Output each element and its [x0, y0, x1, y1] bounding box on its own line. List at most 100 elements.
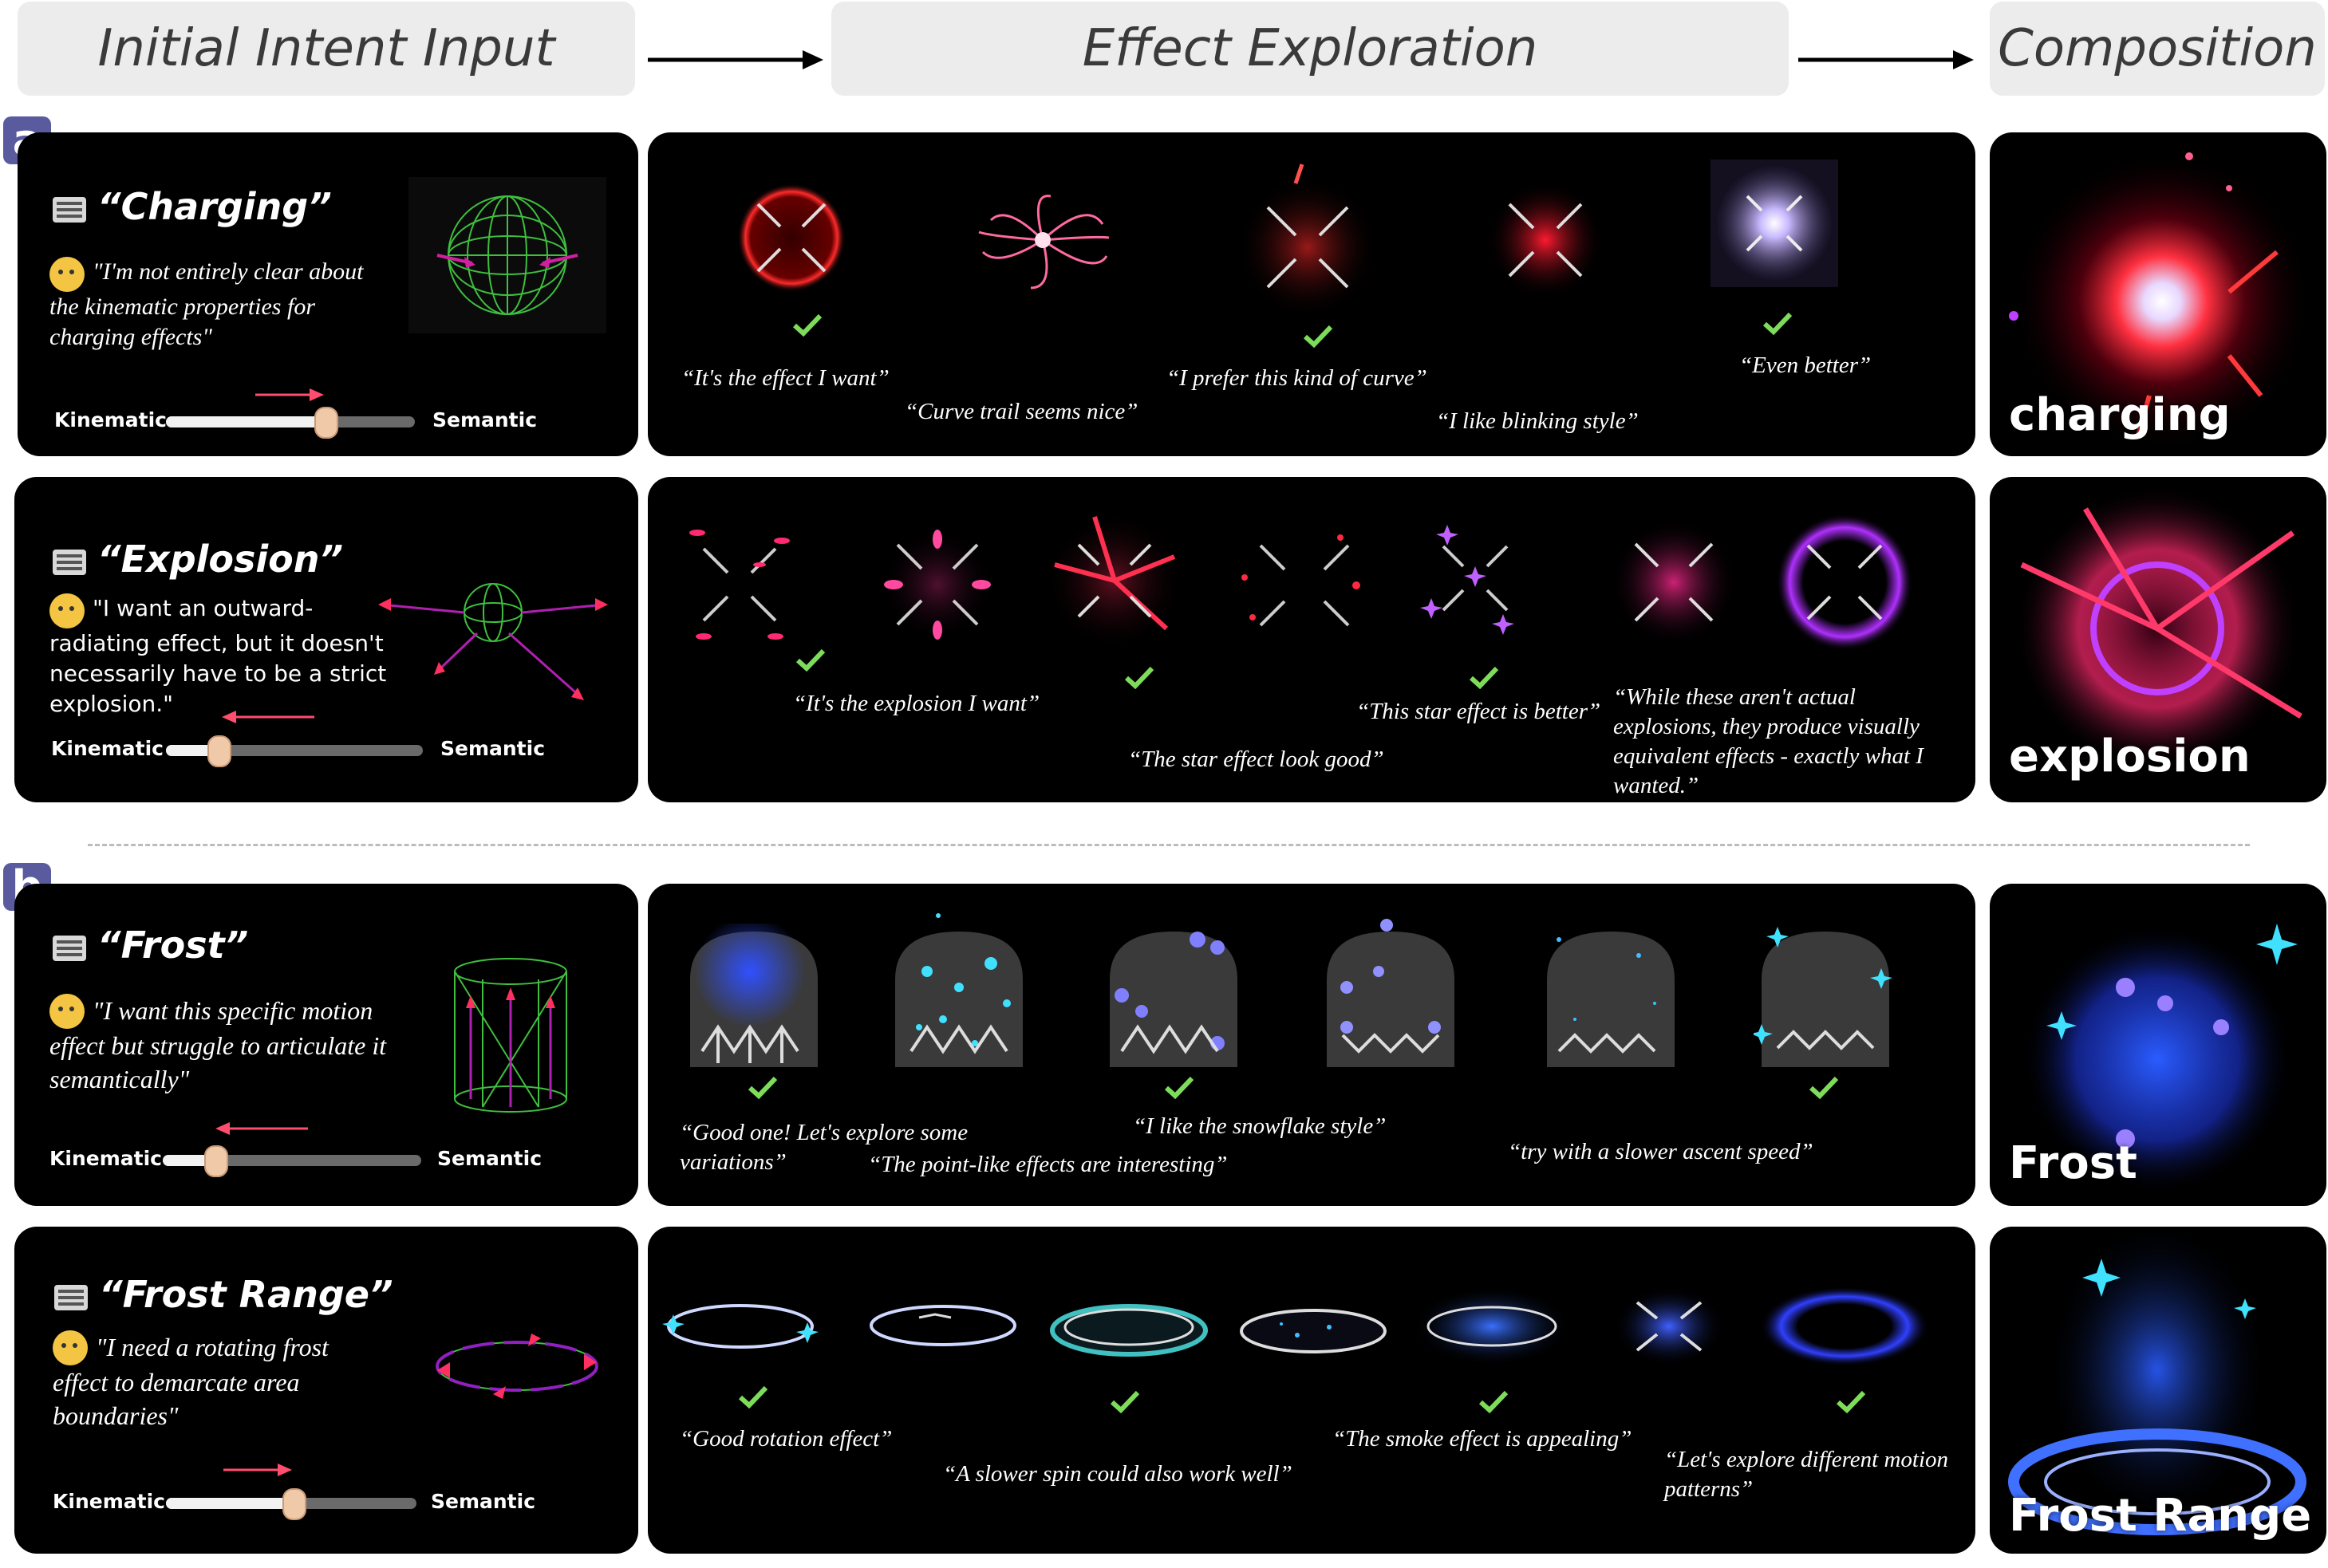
keyboard-icon [53, 549, 86, 575]
check-icon [1469, 666, 1499, 689]
exploration-panel-charging: “It's the effect I want” “Curve trail se… [648, 132, 1975, 456]
effect-thumb-blue-smoke [690, 924, 818, 1067]
effect-thumb-ring-plain [870, 1305, 1016, 1346]
check-icon [738, 1385, 768, 1408]
kinematic-semantic-slider[interactable] [166, 1488, 416, 1520]
composition-frost-range-visual [2008, 1227, 2306, 1535]
comment: “The point-like effects are interesting” [868, 1152, 1228, 1177]
slider-hand-icon[interactable] [314, 407, 338, 439]
header-composition: Composition [1990, 2, 2325, 96]
direction-arrow-right [255, 388, 324, 401]
comment: “try with a slower ascent speed” [1508, 1139, 1813, 1164]
thinking-face-icon [53, 1330, 88, 1365]
slider-label-semantic: Semantic [440, 737, 546, 760]
check-icon [1809, 1076, 1839, 1099]
intent-panel-charging: “Charging” "I'm not entirely clear about… [18, 132, 638, 456]
direction-arrow-left [215, 1122, 308, 1135]
effect-thumb-cross-arrows [1613, 1286, 1725, 1366]
comment: “Curve trail seems nice” [905, 399, 1138, 424]
check-icon [1164, 1076, 1194, 1099]
effect-thumb-cyan-dots [895, 913, 1023, 1067]
keyboard-icon [53, 196, 86, 223]
composition-explosion-visual [2014, 485, 2302, 772]
kinematic-semantic-slider[interactable] [163, 1145, 421, 1177]
effect-thumb-snowflakes [1110, 932, 1237, 1067]
section-divider [88, 844, 2250, 846]
effect-thumb-ring-dotted [1240, 1309, 1387, 1353]
composition-panel-frost: Frost [1990, 884, 2326, 1206]
composition-panel-frost-range: Frost Range [1990, 1227, 2326, 1554]
check-icon [1478, 1390, 1509, 1413]
check-icon [795, 648, 826, 672]
intent-title: “Frost” [53, 924, 248, 967]
comment: “Good rotation effect” [680, 1426, 893, 1452]
effect-thumb-petal-burst [689, 530, 790, 640]
effect-thumb-star-burst [1420, 525, 1514, 635]
comment: “It's the effect I want” [681, 365, 890, 391]
direction-arrow-right [223, 1464, 292, 1476]
composition-label: charging [2009, 389, 2231, 441]
effect-thumb-blue-ring [1760, 1286, 1929, 1366]
flow-arrow-2 [1798, 50, 1974, 69]
slider-hand-icon[interactable] [282, 1488, 306, 1520]
kinematic-preview-sphere [408, 177, 606, 333]
comment: “The star effect look good” [1128, 747, 1384, 772]
comment: “This star effect is better” [1356, 699, 1601, 724]
intent-title: “Frost Range” [54, 1273, 393, 1316]
slider-label-kinematic: Kinematic [53, 1490, 165, 1513]
effect-thumb-red-spikes [1044, 510, 1185, 651]
keyboard-icon [54, 1284, 88, 1310]
keyboard-icon [53, 935, 86, 961]
kinematic-semantic-slider[interactable] [166, 407, 415, 439]
exploration-panel-explosion: “It's the explosion I want” “The star ef… [648, 477, 1975, 802]
flow-arrow-1 [648, 50, 823, 69]
kinematic-preview-radial [378, 583, 608, 700]
slider-label-kinematic: Kinematic [51, 737, 164, 760]
exploration-panel-frost-range: “Good rotation effect” “A slower spin co… [648, 1227, 1975, 1554]
header-effect-exploration: Effect Exploration [831, 2, 1789, 96]
check-icon [792, 313, 823, 337]
effect-thumb-magenta-haze [1610, 518, 1738, 646]
check-icon [748, 1076, 778, 1099]
check-icon [1836, 1390, 1866, 1413]
comment: “The smoke effect is appealing” [1332, 1426, 1632, 1452]
slider-hand-icon[interactable] [204, 1145, 228, 1177]
header-initial-intent-input: Initial Intent Input [18, 2, 635, 96]
effect-thumb-sparkle-stars [1754, 927, 1892, 1067]
kinematic-preview-cylinder [454, 958, 567, 1113]
composition-label: Frost Range [2009, 1490, 2312, 1542]
intent-panel-explosion: “Explosion” "I want an outward-radiating… [14, 477, 638, 802]
composition-panel-charging: charging [1990, 132, 2326, 456]
slider-label-semantic: Semantic [432, 408, 538, 431]
check-icon [1124, 666, 1154, 689]
composition-charging-visual [2009, 150, 2314, 453]
check-icon [1762, 312, 1793, 335]
thinking-face-icon [49, 994, 85, 1029]
intent-title: “Explosion” [53, 538, 343, 581]
effect-thumb-ring-teal-glow [1050, 1304, 1208, 1357]
kinematic-preview-ring [436, 1334, 598, 1399]
slider-fill [163, 1155, 215, 1166]
composition-label: Frost [2009, 1137, 2137, 1189]
thinking-face-icon [49, 593, 85, 628]
comment: “I prefer this kind of curve” [1166, 365, 1427, 391]
effect-thumb-sparse-sparks [1241, 534, 1360, 627]
intent-quote: "I want an outward-radiating effect, but… [49, 593, 387, 717]
check-icon [1110, 1390, 1140, 1413]
effect-thumb-red-glow-arrows [1236, 163, 1379, 319]
slider-hand-icon[interactable] [207, 735, 231, 767]
effect-thumb-pink-petals [880, 527, 995, 642]
slider-label-kinematic: Kinematic [54, 408, 167, 431]
effect-thumb-snowflake-zigzag [1327, 919, 1454, 1067]
kinematic-semantic-slider[interactable] [166, 735, 423, 767]
effect-thumb-curve-burst [978, 195, 1110, 290]
comment: “I like blinking style” [1436, 408, 1639, 434]
